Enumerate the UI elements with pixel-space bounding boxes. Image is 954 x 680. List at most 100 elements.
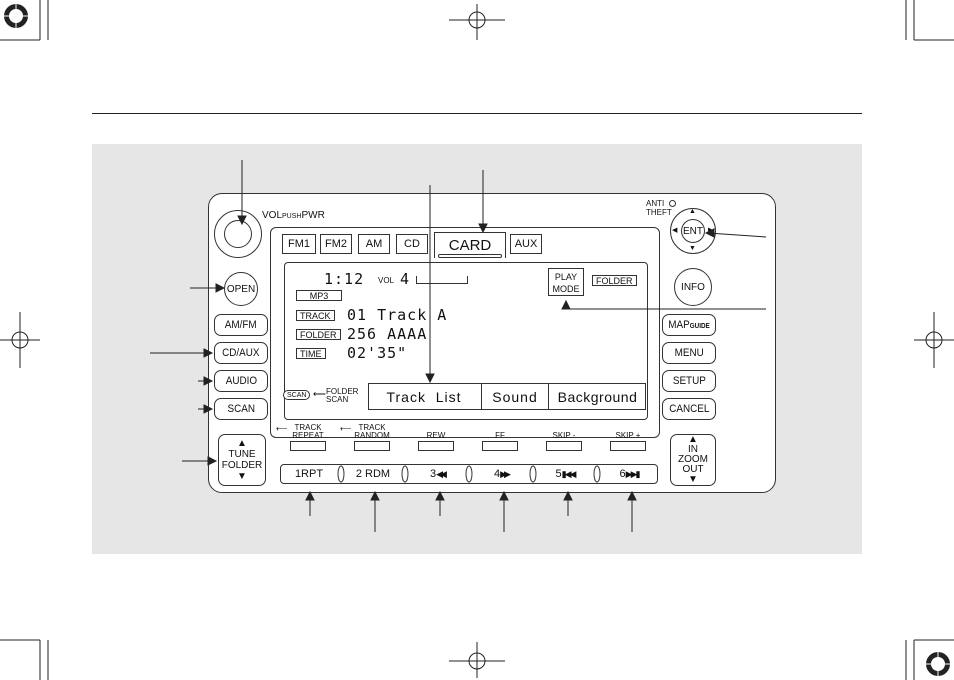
tab-fm2[interactable]: FM2 bbox=[320, 234, 352, 254]
zoom-out-icon: ▼ bbox=[688, 474, 698, 485]
mode-text: MODE bbox=[552, 284, 580, 294]
setup-label: SETUP bbox=[672, 375, 706, 387]
volume-readout: 4 bbox=[400, 270, 411, 288]
time-value: 02'35" bbox=[347, 344, 408, 362]
zoom-out-label: OUT bbox=[682, 464, 704, 475]
tab-card[interactable]: CARD bbox=[434, 232, 506, 258]
soft-key-background-label: Background bbox=[557, 388, 638, 405]
preset-indicator-4 bbox=[482, 441, 518, 451]
preset-label-5: SKIP - bbox=[552, 431, 576, 440]
cancel-label: CANCEL bbox=[668, 403, 710, 415]
info-button[interactable]: INFO bbox=[674, 268, 712, 306]
preset-indicator-6 bbox=[610, 441, 646, 451]
volume-knob-inner bbox=[224, 220, 252, 248]
preset-button-3-label: 3 bbox=[430, 468, 437, 480]
am-fm-button[interactable]: AM/FM bbox=[214, 314, 268, 336]
preset-indicator-3 bbox=[418, 441, 454, 451]
preset-button-6[interactable]: 6▶▶▮ bbox=[601, 465, 657, 483]
scan-button[interactable]: SCAN bbox=[214, 398, 268, 420]
tune-down-icon: ▼ bbox=[237, 471, 247, 482]
audio-button[interactable]: AUDIO bbox=[214, 370, 268, 392]
am-fm-label: AM/FM bbox=[225, 319, 257, 331]
track-value: 01 Track A bbox=[347, 306, 448, 324]
menu-button[interactable]: MENU bbox=[662, 342, 716, 364]
setup-button[interactable]: SETUP bbox=[662, 370, 716, 392]
preset-button-1-label: 1RPT bbox=[294, 468, 324, 480]
soft-key-track-list-label: Track List bbox=[386, 388, 462, 405]
tab-cd-label: CD bbox=[404, 238, 420, 250]
play-mode-button[interactable]: PLAY MODE bbox=[548, 268, 584, 296]
tab-fm1-label: FM1 bbox=[288, 238, 310, 250]
preset-button-5[interactable]: 5▮◀◀ bbox=[537, 465, 593, 483]
tab-am[interactable]: AM bbox=[358, 234, 390, 254]
folder-label: FOLDER bbox=[221, 460, 263, 471]
preset-label-1-arrow-icon: ⟵ bbox=[276, 424, 288, 433]
volume-knob[interactable] bbox=[214, 210, 262, 258]
preset-button-1[interactable]: 1RPT bbox=[281, 465, 337, 483]
rewind-icon: ◀◀ bbox=[436, 468, 447, 479]
tab-aux-label: AUX bbox=[514, 238, 538, 250]
scan-indicator: SCAN bbox=[283, 390, 311, 400]
ent-label: ENT bbox=[683, 225, 703, 237]
anti-text: ANTI bbox=[646, 199, 665, 208]
zoom-in-icon: ▲ bbox=[688, 434, 698, 445]
menu-label: MENU bbox=[674, 347, 704, 359]
preset-button-4[interactable]: 4▶▶ bbox=[473, 465, 529, 483]
tab-card-label: CARD bbox=[448, 237, 492, 254]
joystick-down-icon: ▼ bbox=[689, 245, 696, 252]
folder-mode-tag: FOLDER bbox=[592, 275, 637, 286]
vol-pwr-text: PWR bbox=[301, 210, 325, 221]
preset-button-5-label: 5 bbox=[555, 468, 562, 480]
volume-readout-label: VOL bbox=[378, 276, 395, 285]
map-text: MAP bbox=[668, 319, 690, 331]
scan-arrow-icon: ⟵ bbox=[313, 389, 326, 399]
tune-folder-button[interactable]: ▲ TUNE FOLDER ▼ bbox=[218, 434, 266, 486]
anti-theft-led-icon bbox=[669, 200, 676, 207]
preset-button-3[interactable]: 3◀◀ bbox=[409, 465, 465, 483]
clock: 1:12 bbox=[324, 270, 365, 288]
track-tag: TRACK bbox=[296, 310, 335, 321]
guide-text: GUIDE bbox=[689, 323, 710, 330]
cd-aux-button[interactable]: CD/AUX bbox=[214, 342, 268, 364]
folder-scan-line2: SCAN bbox=[326, 395, 349, 404]
soft-key-sound[interactable]: Sound bbox=[481, 383, 548, 410]
volume-level-bar bbox=[416, 276, 468, 284]
tab-fm1[interactable]: FM1 bbox=[282, 234, 316, 254]
mp3-badge: MP3 bbox=[296, 290, 342, 301]
map-guide-button[interactable]: MAPGUIDE bbox=[662, 314, 716, 336]
tab-card-underline bbox=[438, 254, 502, 258]
preset-label-3: REW bbox=[426, 431, 446, 440]
preset-indicator-2 bbox=[354, 441, 390, 451]
ent-button[interactable]: ENT bbox=[681, 219, 705, 243]
vol-push-text: PUSH bbox=[282, 213, 302, 220]
preset-label-6: SKIP + bbox=[615, 431, 641, 440]
preset-indicator-1 bbox=[290, 441, 326, 451]
track-tag-text: TRACK bbox=[300, 310, 331, 321]
info-label: INFO bbox=[681, 281, 705, 293]
preset-label-1-line1: TRACK bbox=[294, 423, 322, 432]
open-button[interactable]: OPEN bbox=[224, 272, 258, 306]
cancel-button[interactable]: CANCEL bbox=[662, 398, 716, 420]
folder-tag: FOLDER bbox=[296, 329, 341, 340]
open-label: OPEN bbox=[226, 283, 256, 295]
preset-button-2-label: 2 RDM bbox=[355, 468, 391, 480]
tab-cd[interactable]: CD bbox=[396, 234, 428, 254]
time-tag: TIME bbox=[296, 348, 326, 359]
tab-aux[interactable]: AUX bbox=[510, 234, 542, 254]
time-tag-text: TIME bbox=[300, 348, 322, 359]
tune-label: TUNE bbox=[228, 449, 256, 460]
fast-forward-icon: ▶▶ bbox=[500, 468, 511, 479]
audio-label: AUDIO bbox=[225, 375, 257, 387]
joystick-left-icon: ◀ bbox=[672, 227, 678, 234]
play-text: PLAY bbox=[554, 272, 578, 282]
soft-key-bar bbox=[368, 383, 646, 410]
soft-key-background[interactable]: Background bbox=[548, 383, 646, 410]
soft-key-track-list[interactable]: Track List bbox=[368, 383, 480, 410]
mp3-text: MP3 bbox=[309, 290, 329, 301]
preset-button-6-label: 6 bbox=[619, 468, 626, 480]
preset-button-2[interactable]: 2 RDM bbox=[345, 465, 401, 483]
zoom-button[interactable]: ▲ IN ZOOM OUT ▼ bbox=[670, 434, 716, 486]
